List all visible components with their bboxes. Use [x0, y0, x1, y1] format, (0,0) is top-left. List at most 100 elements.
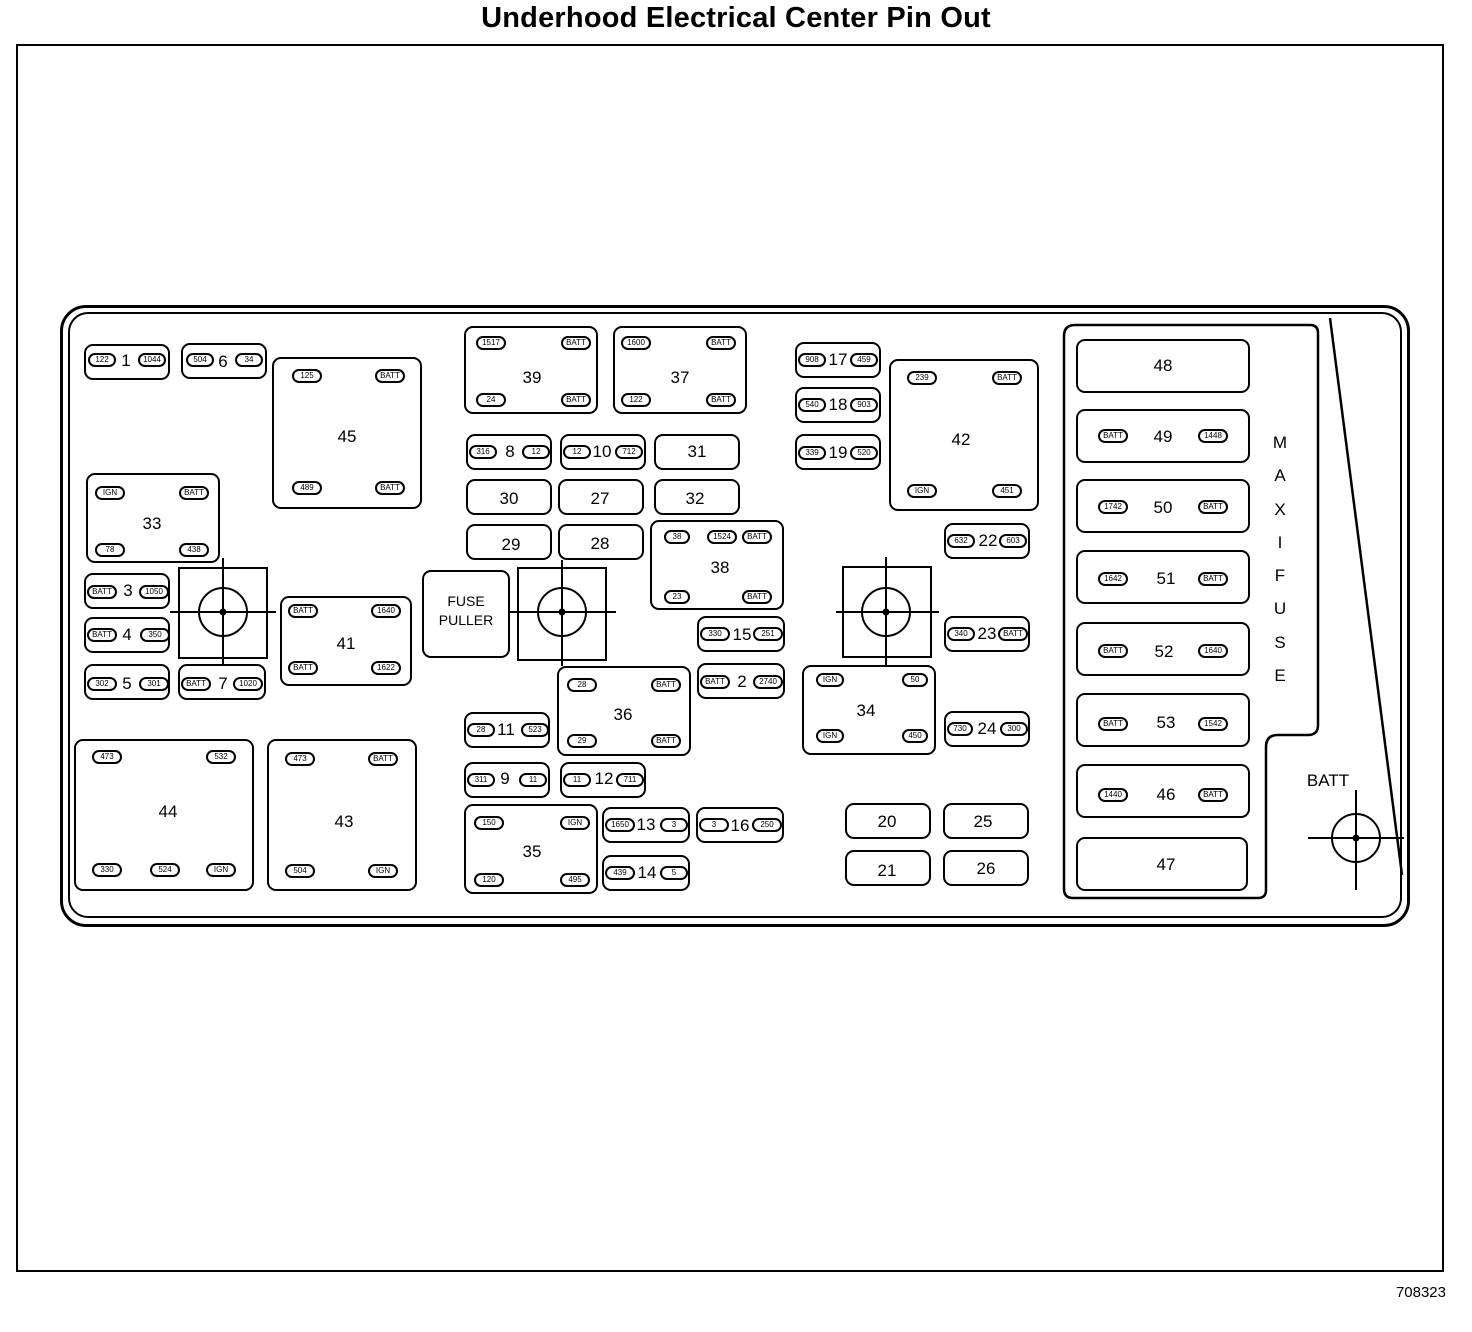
- component-number: 36: [613, 705, 633, 724]
- terminal-label: BATT: [1098, 717, 1128, 731]
- component-number: 18: [828, 395, 848, 414]
- terminal-label: 473: [285, 752, 315, 766]
- component-number: 25: [973, 812, 993, 831]
- terminal-label: 11: [563, 773, 591, 787]
- terminal-label: BATT: [1098, 644, 1128, 658]
- terminal-label: 2740: [753, 675, 783, 689]
- component-number: 31: [687, 442, 707, 461]
- terminal-label: 29: [567, 734, 597, 748]
- terminal-label: 711: [616, 773, 644, 787]
- component-number: 4: [122, 625, 132, 644]
- component-number: 48: [1153, 356, 1173, 375]
- terminal-label: 520: [850, 446, 878, 460]
- terminal-label: 523: [521, 723, 549, 737]
- maxi-fuse-letter: M: [1272, 433, 1288, 452]
- terminal-label: 330: [700, 627, 730, 641]
- terminal-label: 78: [95, 543, 125, 557]
- terminal-label: 730: [947, 722, 973, 736]
- component-number: 13: [636, 815, 656, 834]
- terminal-label: BATT: [375, 369, 405, 383]
- terminal-label: BATT: [181, 677, 211, 691]
- component-27: [558, 479, 644, 515]
- component-number: 23: [977, 624, 997, 643]
- mounting-stud-left: [170, 558, 276, 665]
- component-29: [466, 524, 552, 560]
- component-number: 27: [590, 489, 610, 508]
- component-number: 47: [1156, 855, 1176, 874]
- maxi-fuse-letter: A: [1274, 466, 1286, 486]
- terminal-label: 38: [664, 530, 690, 544]
- component-number: 44: [158, 802, 178, 821]
- terminal-label: 340: [947, 627, 975, 641]
- diagram-frame: [16, 44, 1444, 1272]
- battery-stud: [1308, 790, 1404, 890]
- fuse-puller-label-line-1: FUSE: [447, 593, 485, 609]
- component-number: 19: [828, 443, 848, 462]
- component-number: 6: [218, 352, 228, 371]
- terminal-label: 1542: [1198, 717, 1228, 731]
- terminal-label: BATT: [87, 585, 117, 599]
- terminal-label: 632: [947, 534, 975, 548]
- terminal-label: 11: [519, 773, 547, 787]
- component-47: [1076, 837, 1248, 891]
- terminal-label: 3: [660, 818, 688, 832]
- terminal-label: BATT: [998, 627, 1028, 641]
- terminal-label: BATT: [561, 336, 591, 350]
- component-number: 46: [1156, 785, 1176, 804]
- terminal-label: 23: [664, 590, 690, 604]
- component-number: 14: [637, 863, 657, 882]
- component-number: 41: [336, 634, 356, 653]
- terminal-label: BATT: [288, 661, 318, 675]
- terminal-label: 1044: [138, 353, 166, 367]
- terminal-label: IGN: [368, 864, 398, 878]
- terminal-label: BATT: [288, 604, 318, 618]
- terminal-label: BATT: [179, 486, 209, 500]
- terminal-label: 489: [292, 481, 322, 495]
- component-number: 52: [1154, 642, 1174, 661]
- component-number: 33: [142, 514, 162, 533]
- terminal-label: BATT: [375, 481, 405, 495]
- terminal-label: 330: [92, 863, 122, 877]
- maxi-fuse-letter: E: [1274, 666, 1286, 686]
- terminal-label: IGN: [907, 484, 937, 498]
- terminal-label: 603: [999, 534, 1027, 548]
- terminal-label: 122: [621, 393, 651, 407]
- terminal-label: 12: [522, 445, 550, 459]
- component-number: 17: [828, 350, 848, 369]
- component-number: 29: [501, 535, 521, 554]
- terminal-label: 120: [474, 873, 504, 887]
- terminal-label: 1622: [371, 661, 401, 675]
- component-number: 43: [334, 812, 354, 831]
- terminal-label: 28: [467, 723, 495, 737]
- component-number: 15: [732, 625, 752, 644]
- terminal-label: BATT: [706, 393, 736, 407]
- component-30: [466, 479, 552, 515]
- mounting-stud-right: [836, 557, 939, 665]
- component-number: 10: [592, 442, 612, 461]
- component-31: [654, 434, 740, 470]
- component-number: 22: [978, 531, 998, 550]
- terminal-label: IGN: [206, 863, 236, 877]
- maxi-fuse-letter: F: [1274, 566, 1286, 586]
- component-number: 32: [685, 489, 705, 508]
- component-number: 12: [594, 769, 614, 788]
- terminal-label: 1517: [476, 336, 506, 350]
- terminal-label: 316: [469, 445, 497, 459]
- terminal-label: 250: [752, 818, 782, 832]
- maxi-fuse-label: M A X I F U S E: [1270, 426, 1290, 692]
- terminal-label: BATT: [1198, 572, 1228, 586]
- terminal-label: BATT: [706, 336, 736, 350]
- component-number: 2: [737, 672, 747, 691]
- fuse-puller: FUSE PULLER: [422, 570, 510, 658]
- maxi-fuse-letter: U: [1273, 599, 1287, 619]
- electrical-center-outline: [60, 305, 1410, 927]
- component-number: 53: [1156, 713, 1176, 732]
- maxi-fuse-letter: I: [1277, 532, 1283, 552]
- terminal-label: 504: [285, 864, 315, 878]
- terminal-label: BATT: [87, 628, 117, 642]
- terminal-label: 495: [560, 873, 590, 887]
- terminal-label: BATT: [651, 678, 681, 692]
- terminal-label: 439: [605, 866, 635, 880]
- component-number: 51: [1156, 569, 1176, 588]
